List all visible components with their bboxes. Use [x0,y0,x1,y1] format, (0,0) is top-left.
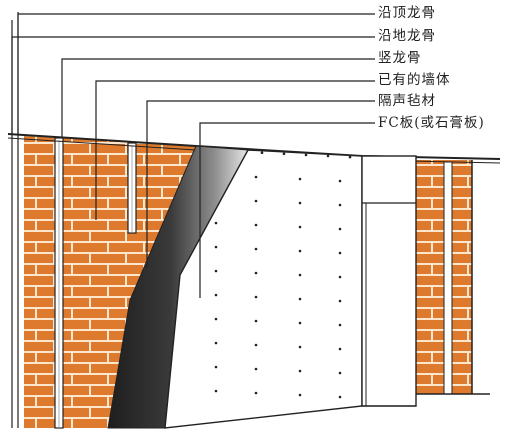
screw-dot [298,393,302,397]
screw-dot [214,293,218,297]
screw-dot [214,317,218,321]
screw-dot [304,153,308,157]
screw-dot [338,203,342,207]
label-vertical-stud: 竖龙骨 [378,50,422,66]
screw-dot [338,323,342,327]
leader-insulation [146,100,375,268]
screw-dot [254,199,258,203]
screw-dot [298,321,302,325]
screw-dot [254,223,258,227]
screw-dot [338,371,342,375]
screw-dot [254,343,258,347]
screw-dot [338,227,342,231]
label-board: FC板(或石膏板) [378,115,485,131]
screw-dot [214,389,218,393]
screw-dot [254,295,258,299]
screw-dot [298,273,302,277]
screw-dot [338,395,342,399]
screw-dot [298,369,302,373]
screw-dot [260,151,264,154]
label-floor-track: 沿地龙骨 [378,28,436,44]
label-insulation: 隔声毡材 [378,93,436,109]
screw-dot [254,319,258,323]
screw-dot [214,341,218,345]
screw-dot [282,152,286,156]
screw-dot [254,391,258,395]
screw-dot [254,175,258,179]
screw-dot [298,297,302,301]
screw-dot [298,201,302,205]
screw-dot [348,155,352,159]
screw-dot [298,345,302,349]
screw-dot [338,299,342,303]
screw-dot [298,249,302,253]
screw-dot [338,347,342,351]
floor-track [362,393,490,407]
screw-dot [338,251,342,255]
leader-existing-wall [95,80,375,220]
fc-board [164,149,363,429]
screw-dot [298,177,302,181]
screw-dot [298,225,302,229]
leader-floor-track [11,36,375,134]
screw-dot [214,269,218,273]
leader-lines [11,13,375,298]
label-ceiling-track: 沿顶龙骨 [378,5,436,21]
vertical-stud-1 [54,137,64,429]
screw-dot [214,221,218,225]
screw-dot [214,365,218,369]
screw-dot [326,154,330,158]
board-screw-dots [214,151,352,399]
screw-dot [338,275,342,279]
screw-dot [254,367,258,371]
screw-dot [338,179,342,183]
screw-dot [254,247,258,251]
leader-ceiling-track [17,13,375,134]
vertical-stud-2 [127,142,137,234]
leader-board [199,122,375,298]
leader-vertical-stud [61,58,375,138]
screw-dot [214,245,218,249]
wall-opening-frame [361,155,417,407]
existing-brick-wall-right [416,160,473,395]
screw-dot [254,271,258,275]
label-existing-wall: 已有的墙体 [378,72,451,88]
